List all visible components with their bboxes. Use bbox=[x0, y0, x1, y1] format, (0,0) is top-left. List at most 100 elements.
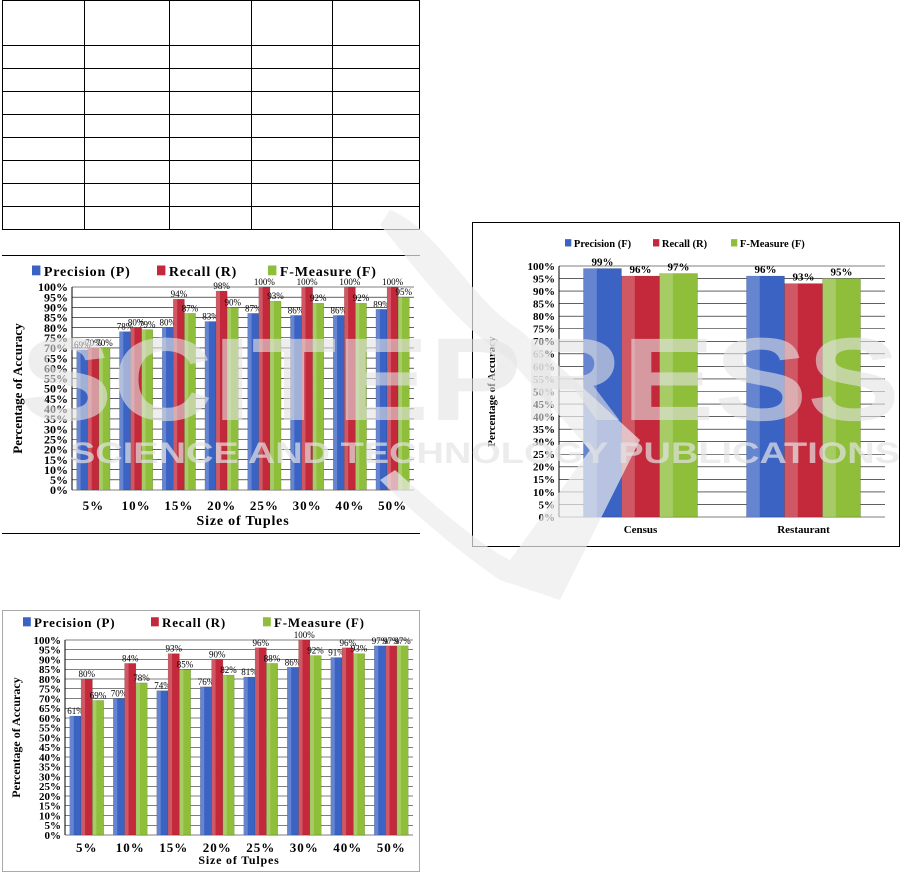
y-tick-label: 0% bbox=[45, 830, 62, 842]
table-cell bbox=[1, 206, 86, 230]
data-label-precision: 86% bbox=[285, 657, 302, 667]
y-tick-label: 60% bbox=[39, 713, 61, 725]
table-cell bbox=[169, 0, 252, 46]
y-tick-label: 0% bbox=[50, 483, 68, 497]
y-tick-label: 50% bbox=[44, 382, 68, 396]
bar-highlight bbox=[141, 329, 146, 490]
bar-highlight bbox=[355, 303, 360, 490]
x-tick-label: 20% bbox=[207, 498, 236, 513]
data-label-recall: 84% bbox=[122, 653, 139, 663]
bar-highlight bbox=[92, 700, 97, 835]
y-tick-label: 40% bbox=[39, 752, 61, 764]
data-label-recall: 100% bbox=[294, 630, 316, 640]
data-label-precision: 87% bbox=[245, 303, 262, 313]
y-tick-label: 5% bbox=[539, 499, 556, 511]
data-label-recall: 100% bbox=[339, 277, 361, 287]
data-label-precision: 69% bbox=[74, 340, 91, 350]
data-label-precision: 99% bbox=[591, 257, 613, 269]
y-tick-label: 35% bbox=[533, 424, 555, 436]
bar-highlight bbox=[342, 647, 347, 835]
y-tick-label: 85% bbox=[533, 299, 555, 311]
data-label-recall: 100% bbox=[297, 277, 319, 287]
data-label-fmeasure: 90% bbox=[224, 297, 241, 307]
data-label-recall: 70% bbox=[85, 338, 102, 348]
table-cell bbox=[84, 160, 171, 184]
table-cell bbox=[1, 68, 86, 92]
bar-recall bbox=[87, 347, 100, 491]
y-axis-label: Percentage of Accuracy bbox=[9, 677, 23, 797]
x-tick-label: 20% bbox=[203, 840, 232, 855]
bar-fmeasure bbox=[355, 302, 367, 491]
legend-label-precision: Precision (P) bbox=[44, 265, 131, 280]
data-label-recall: 100% bbox=[382, 277, 404, 287]
y-axis-label: Percentage of Accuracy bbox=[486, 336, 498, 447]
y-tick-label: 65% bbox=[39, 703, 61, 715]
bar-fmeasure bbox=[179, 669, 191, 836]
data-label-fmeasure: 87% bbox=[182, 303, 199, 313]
data-label-fmeasure: 93% bbox=[267, 291, 284, 301]
x-axis-label: Size of Tuples bbox=[197, 514, 290, 529]
y-tick-label: 30% bbox=[39, 771, 61, 783]
table-cell bbox=[169, 68, 252, 92]
table-cell bbox=[1, 91, 86, 115]
bar-fmeasure bbox=[141, 329, 154, 491]
x-tick-label: Census bbox=[624, 524, 658, 536]
data-label-precision: 86% bbox=[288, 305, 305, 315]
table-cell bbox=[1, 137, 86, 161]
table-cell bbox=[250, 0, 333, 46]
bar-fmeasure bbox=[98, 347, 111, 491]
y-tick-label: 90% bbox=[39, 654, 61, 666]
data-label-fmeasure: 70% bbox=[96, 338, 113, 348]
bar-fmeasure bbox=[312, 302, 325, 491]
table-cell bbox=[84, 137, 171, 161]
y-tick-label: 90% bbox=[533, 286, 555, 298]
bar-highlight bbox=[398, 297, 403, 490]
legend-label-recall: Recall (R) bbox=[162, 615, 226, 630]
table-cell bbox=[84, 68, 171, 92]
data-label-precision: 76% bbox=[198, 677, 215, 687]
table-grid bbox=[1, 0, 421, 230]
data-label-recall: 100% bbox=[254, 277, 276, 287]
data-label-recall: 97% bbox=[383, 636, 400, 646]
bar-highlight bbox=[69, 716, 74, 835]
x-tick-label: 10% bbox=[122, 498, 151, 513]
data-label-recall: 80% bbox=[79, 669, 96, 679]
bar-recall bbox=[784, 283, 823, 518]
y-tick-label: 70% bbox=[533, 336, 555, 348]
bar-highlight bbox=[387, 287, 391, 490]
x-tick-label: 50% bbox=[377, 840, 406, 855]
bar-highlight bbox=[173, 299, 178, 490]
data-label-recall: 96% bbox=[253, 638, 270, 648]
bar-fmeasure bbox=[226, 307, 239, 491]
data-label-precision: 83% bbox=[202, 312, 219, 322]
bar-highlight bbox=[204, 321, 209, 490]
y-tick-label: 45% bbox=[533, 399, 555, 411]
x-tick-label: 40% bbox=[335, 498, 364, 513]
data-label-precision: 61% bbox=[67, 706, 84, 716]
y-tick-label: 15% bbox=[39, 801, 61, 813]
bar-highlight bbox=[385, 645, 390, 835]
table-cell bbox=[84, 183, 171, 207]
empty-table bbox=[1, 0, 421, 232]
y-tick-label: 75% bbox=[44, 331, 68, 345]
legend-label-recall: Recall (R) bbox=[662, 239, 708, 250]
x-tick-label: 30% bbox=[290, 840, 319, 855]
data-label-precision: 91% bbox=[328, 648, 345, 658]
bar-highlight bbox=[162, 327, 167, 490]
data-label-recall: 96% bbox=[340, 638, 357, 648]
y-tick-label: 15% bbox=[533, 474, 555, 486]
data-label-recall: 94% bbox=[171, 289, 188, 299]
table-cell bbox=[331, 68, 421, 92]
bar-highlight bbox=[211, 659, 216, 835]
bar-highlight bbox=[222, 675, 227, 835]
y-tick-label: 25% bbox=[533, 449, 555, 461]
data-label-recall: 90% bbox=[209, 650, 226, 660]
bar-highlight bbox=[353, 653, 358, 835]
chart-tuples-1: 0%5%10%15%20%25%30%35%40%45%50%55%60%65%… bbox=[10, 265, 414, 529]
table-row bbox=[1, 114, 421, 138]
bar-highlight bbox=[375, 309, 380, 490]
y-tick-label: 80% bbox=[533, 311, 555, 323]
table-cell bbox=[169, 183, 252, 207]
y-tick-label: 65% bbox=[533, 349, 555, 361]
y-tick-label: 75% bbox=[533, 324, 555, 336]
